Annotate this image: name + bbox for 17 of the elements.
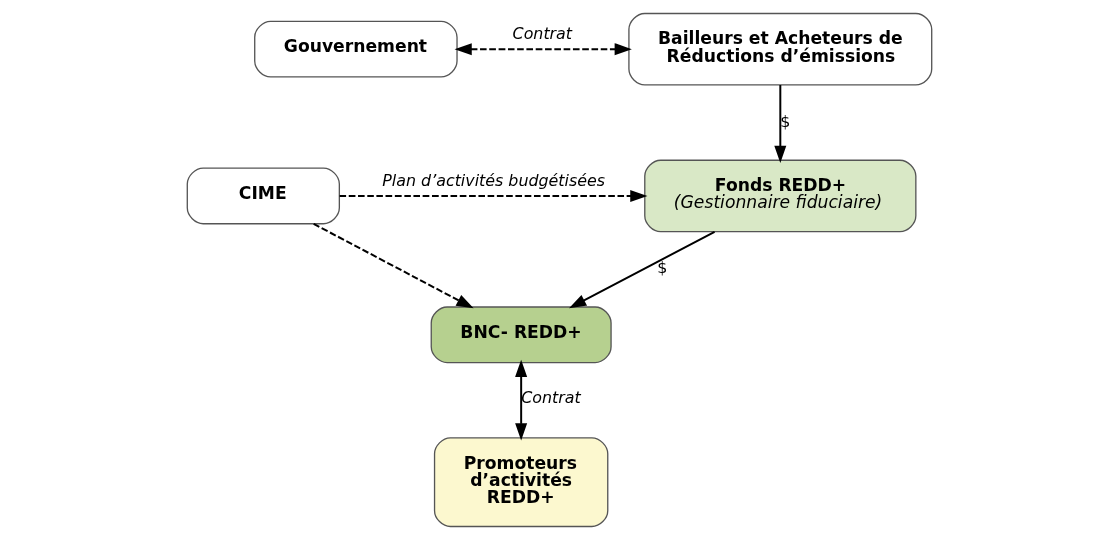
node-box: Fonds REDD+ (Gestionnaire fiduciaire)	[644, 159, 917, 233]
node-box: Promoteurs d’activités REDD+	[433, 437, 609, 528]
edge-label: Contrat	[512, 24, 573, 44]
node-box: CIME	[186, 167, 340, 225]
arrow	[569, 230, 716, 309]
node-box: Bailleurs et Acheteurs de Réductions d’émissions	[628, 12, 933, 86]
node-box: Gouvernement	[254, 20, 458, 78]
arrow	[774, 84, 787, 163]
arrow	[454, 43, 632, 56]
arrow	[338, 189, 648, 202]
arrow	[312, 222, 474, 309]
edge-label: Plan d’activités budgétisées	[382, 171, 606, 191]
edge-label: $	[657, 258, 668, 278]
edge-label: $	[780, 111, 791, 131]
arrow	[515, 359, 528, 441]
node-box: BNC- REDD+	[430, 306, 612, 364]
edge-label: Contrat	[521, 388, 581, 408]
